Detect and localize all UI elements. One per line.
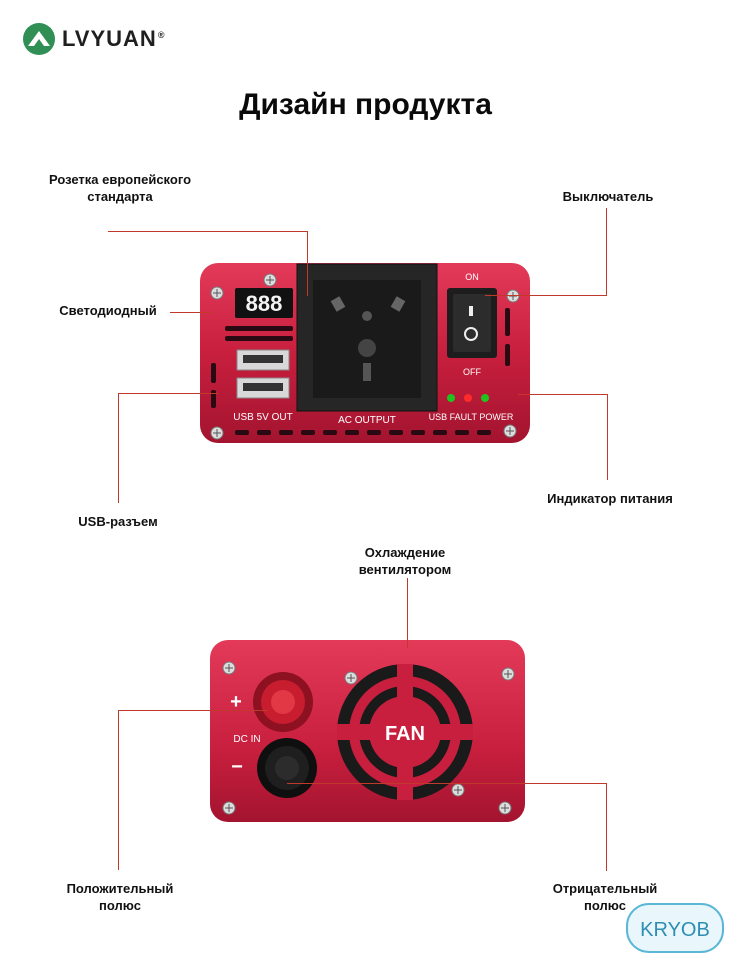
leader-line (118, 393, 119, 503)
inverter-front-panel: 888 USB 5V OUT AC OUTPUT ON OFF USB FAUL… (200, 263, 530, 443)
leader-line (407, 578, 408, 648)
screw-icon (210, 286, 224, 300)
leader-line (606, 208, 607, 296)
leader-line (307, 231, 308, 296)
led-display (235, 288, 293, 318)
minus-sign: − (231, 756, 243, 778)
leader-line (287, 783, 607, 784)
leader-line (118, 393, 218, 394)
brand-name: LVYUAN® (62, 26, 166, 51)
plus-sign: + (230, 691, 242, 713)
switch-off-text: OFF (463, 367, 481, 377)
inverter-back-panel: + DC IN − FAN (210, 640, 525, 822)
positive-pole-label: Положительный полюс (66, 881, 174, 913)
ac-output-text: AC OUTPUT (338, 415, 396, 426)
leader-line (606, 783, 607, 871)
fan-grille (337, 664, 473, 800)
eu-socket-label: Розетка европейского стандарта (48, 172, 192, 204)
power-indicator-label: Индикатор питания (547, 491, 673, 506)
brand-mountain-icon (23, 23, 55, 55)
svg-text:KRYOB: KRYOB (640, 919, 710, 941)
indicator-led (481, 394, 489, 402)
fan-text: FAN (385, 723, 425, 745)
negative-pole-label: Отрицательный полюс (552, 881, 658, 913)
usb-port-text: USB 5V OUT (233, 412, 292, 423)
led-label: Светодиодный (59, 303, 157, 318)
brand-logo-block: LVYUAN® (22, 22, 165, 56)
switch-label: Выключатель (562, 189, 654, 204)
leader-line (607, 394, 608, 480)
leader-line (118, 710, 268, 711)
fan-label: Охлаждение вентилятором (358, 545, 452, 577)
indicator-led (464, 394, 472, 402)
switch-on-text: ON (465, 272, 479, 282)
leader-line (108, 231, 308, 232)
leader-line (118, 710, 119, 870)
usb-label: USB-разъем (78, 514, 158, 529)
indicator-led (447, 394, 455, 402)
indicator-text: USB FAULT POWER (429, 412, 514, 422)
dc-in-text: DC IN (233, 734, 260, 745)
page-title: Дизайн продукта (239, 88, 492, 121)
leader-line (518, 394, 608, 395)
watermark-badge: KRYOB (626, 903, 724, 953)
leader-line (170, 312, 212, 313)
leader-line (485, 295, 607, 296)
led-display-digits: 888 (246, 291, 283, 316)
